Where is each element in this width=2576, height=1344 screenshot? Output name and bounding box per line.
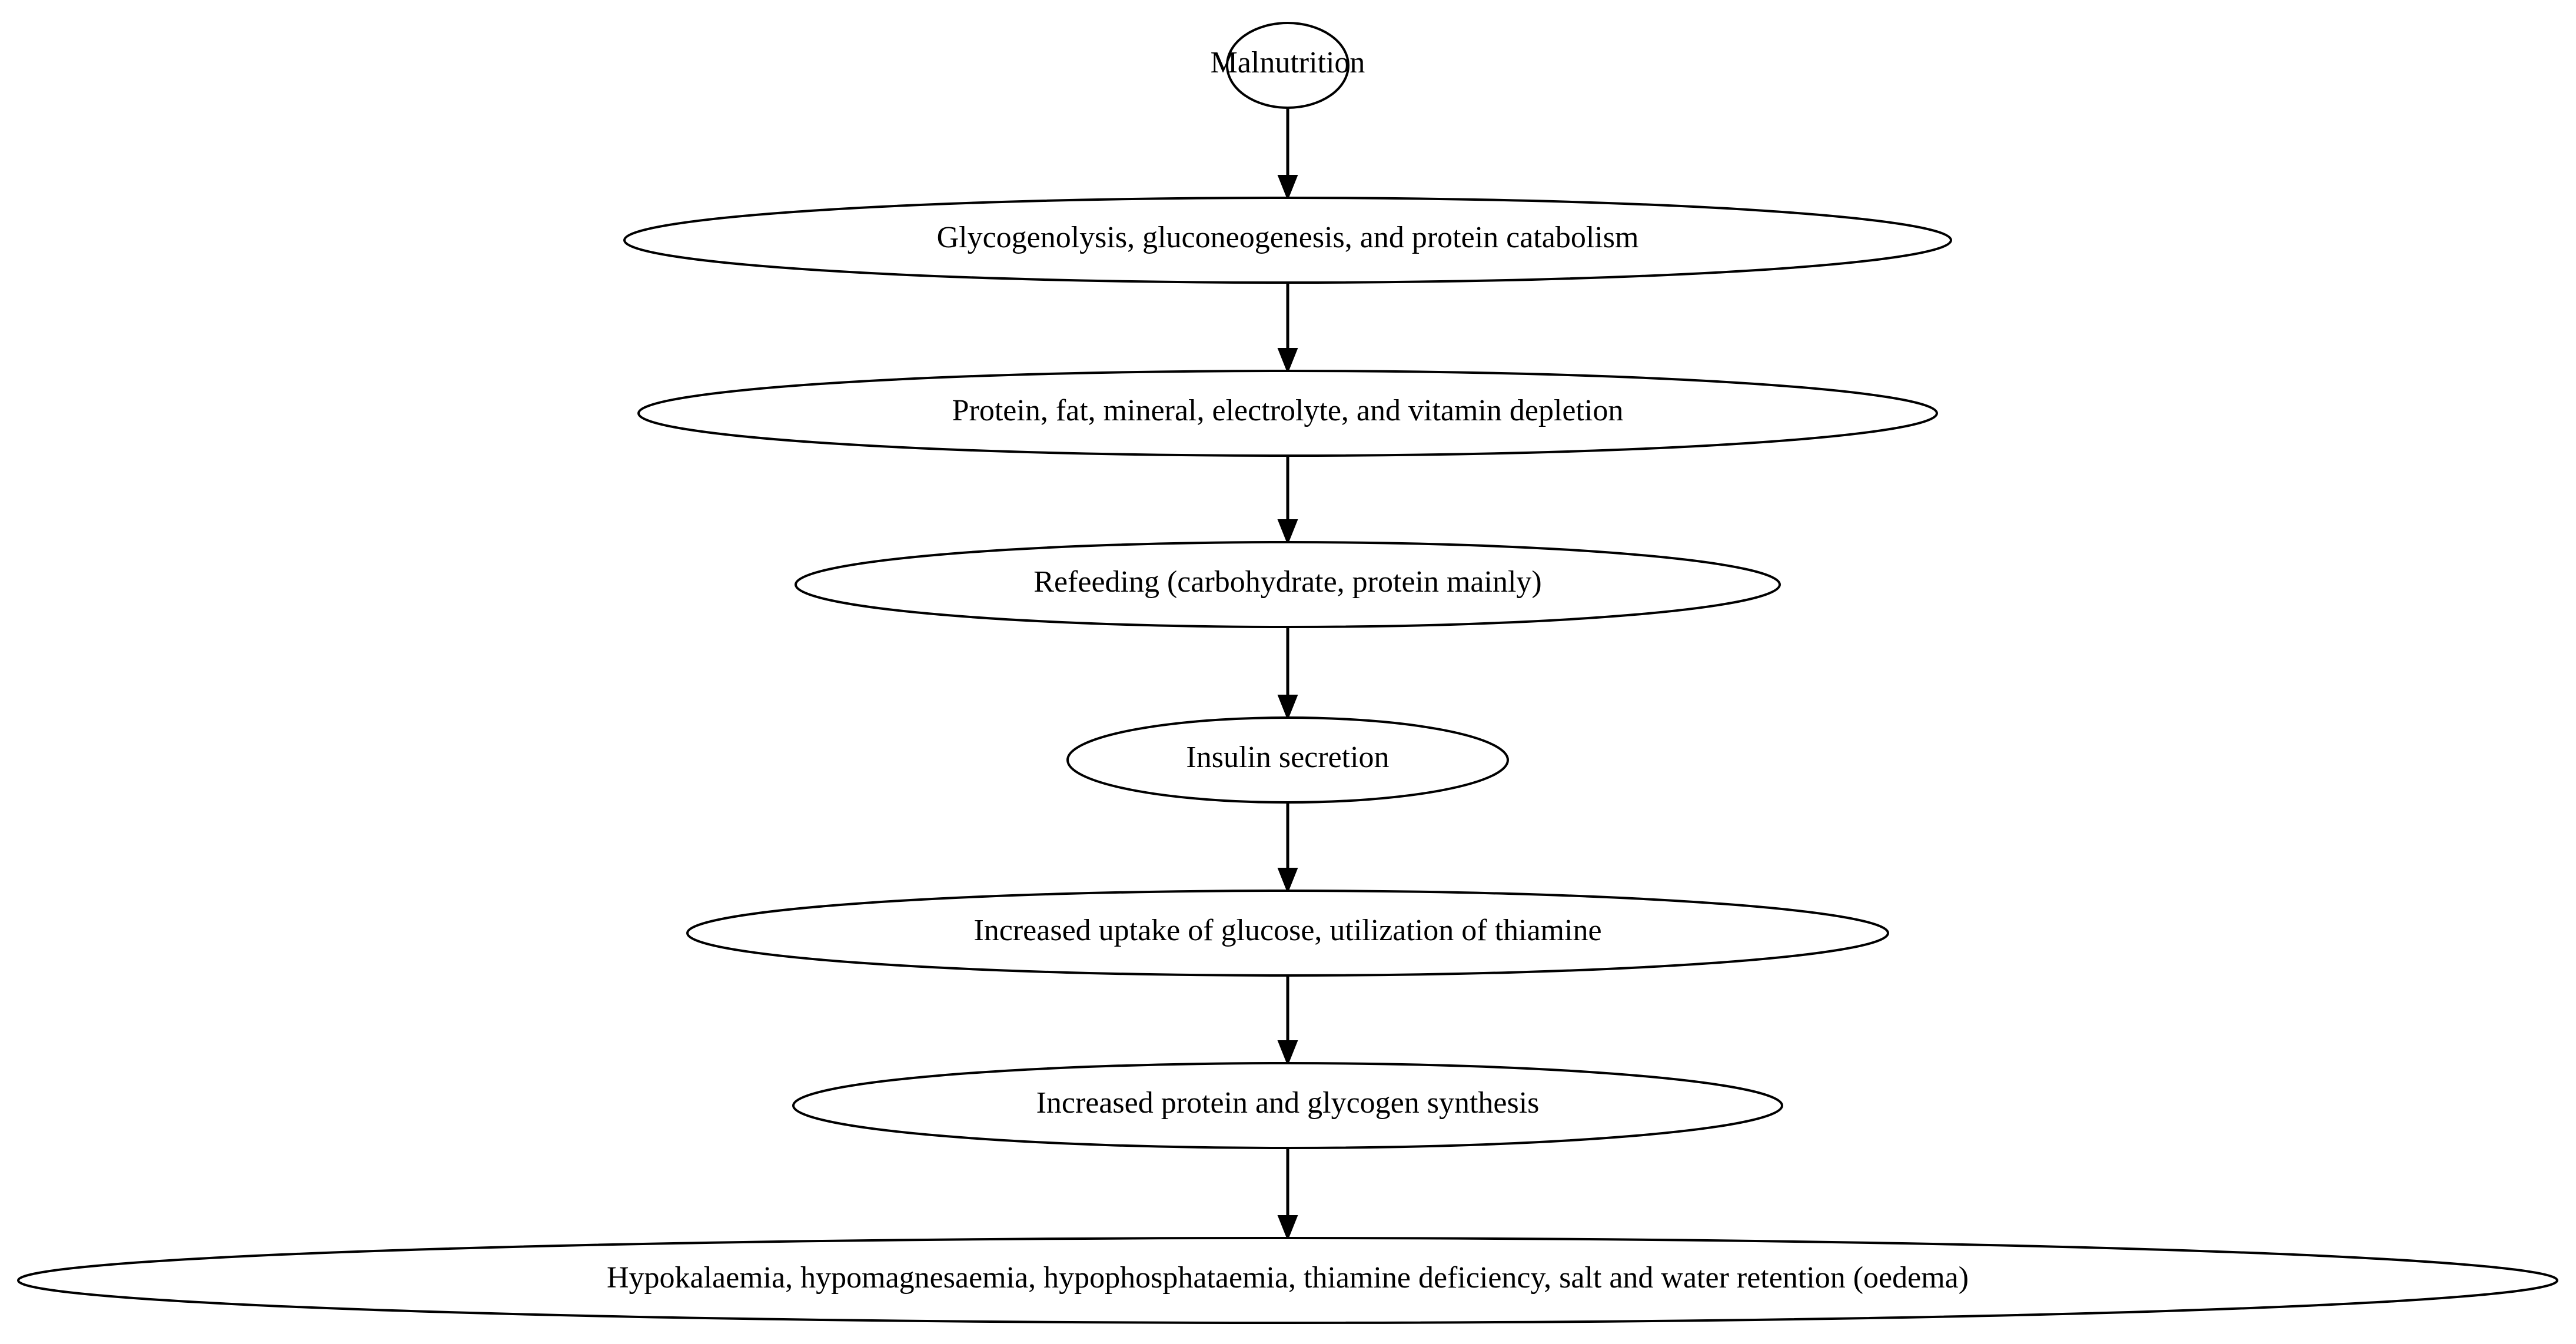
arrowhead-icon — [1277, 348, 1298, 374]
node-label: Insulin secretion — [1186, 741, 1389, 774]
node-glucose-uptake[interactable]: Increased uptake of glucose, utilization… — [686, 890, 1889, 977]
node-shape-ellipse — [1226, 22, 1350, 109]
arrowhead-icon — [1277, 519, 1298, 545]
edge-n1-n2 — [1277, 108, 1298, 201]
edge-n7-n8 — [1277, 1148, 1298, 1241]
node-malnutrition[interactable]: Malnutrition — [1211, 22, 1365, 109]
arrowhead-icon — [1277, 695, 1298, 721]
arrowhead-icon — [1277, 868, 1298, 894]
edge-n2-n3 — [1277, 283, 1298, 374]
arrowhead-icon — [1277, 1215, 1298, 1241]
edge-n4-n5 — [1277, 627, 1298, 721]
node-label: Protein, fat, mineral, electrolyte, and … — [952, 394, 1624, 427]
arrowhead-icon — [1277, 175, 1298, 201]
edge-group — [1277, 108, 1298, 1241]
node-shape-ellipse — [17, 1237, 2558, 1324]
edge-n5-n6 — [1277, 802, 1298, 894]
node-label: Hypokalaemia, hypomagnesaemia, hypophosp… — [607, 1261, 1969, 1295]
node-shape-ellipse — [792, 1062, 1783, 1149]
node-label: Malnutrition — [1211, 46, 1365, 79]
arrowhead-icon — [1277, 1040, 1298, 1066]
edge-n3-n4 — [1277, 456, 1298, 545]
node-shape-ellipse — [637, 370, 1938, 457]
node-electrolyte-abnormalities[interactable]: Hypokalaemia, hypomagnesaemia, hypophosp… — [17, 1237, 2558, 1324]
node-shape-ellipse — [795, 541, 1781, 628]
node-protein-glycogen-synthesis[interactable]: Increased protein and glycogen synthesis — [792, 1062, 1783, 1149]
node-group: Malnutrition Glycogenolysis, gluconeogen… — [17, 22, 2558, 1324]
node-shape-ellipse — [1066, 716, 1509, 804]
edge-n6-n7 — [1277, 975, 1298, 1066]
node-label: Increased protein and glycogen synthesis — [1036, 1086, 1540, 1120]
node-label: Increased uptake of glucose, utilization… — [973, 914, 1601, 947]
node-refeeding[interactable]: Refeeding (carbohydrate, protein mainly) — [795, 541, 1781, 628]
node-shape-ellipse — [686, 890, 1889, 977]
node-insulin-secretion[interactable]: Insulin secretion — [1066, 716, 1509, 804]
node-shape-ellipse — [623, 197, 1952, 284]
node-label: Refeeding (carbohydrate, protein mainly) — [1033, 565, 1541, 599]
node-label: Glycogenolysis, gluconeogenesis, and pro… — [937, 221, 1639, 254]
node-depletion[interactable]: Protein, fat, mineral, electrolyte, and … — [637, 370, 1938, 457]
node-glycogenolysis[interactable]: Glycogenolysis, gluconeogenesis, and pro… — [623, 197, 1952, 284]
